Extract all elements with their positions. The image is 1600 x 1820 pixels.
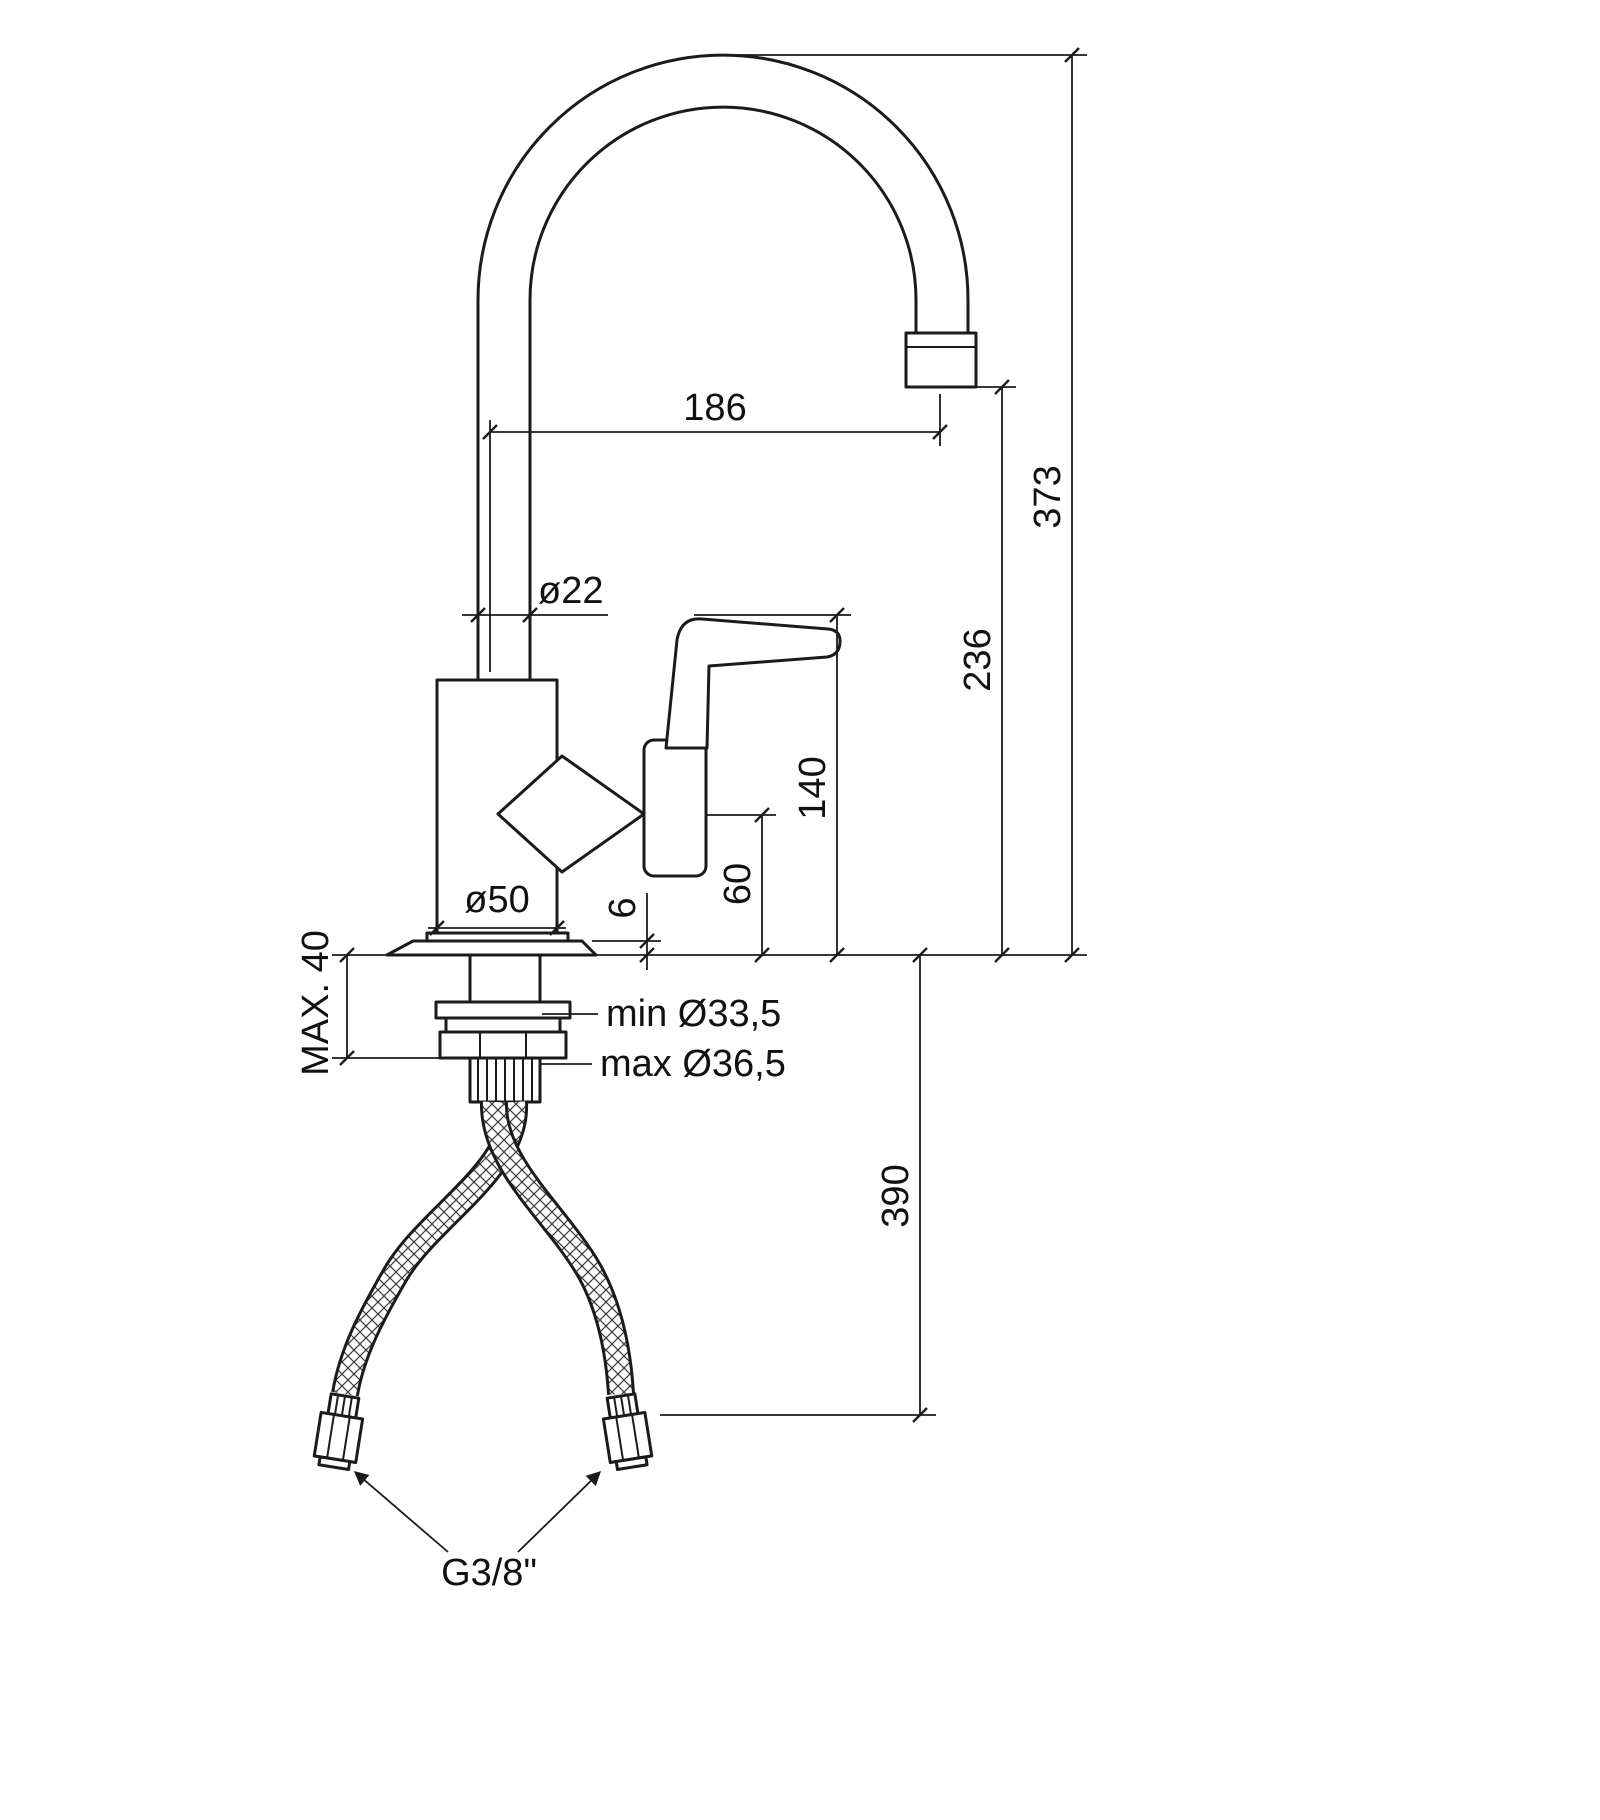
dimension-lines: [332, 46, 1087, 1553]
leader-hole-diameters: [540, 1013, 598, 1065]
dim-dia50-label: ø50: [464, 879, 529, 921]
cartridge-cone: [496, 754, 646, 874]
dim-60: [706, 806, 776, 964]
dim-dia50: [428, 919, 566, 937]
handle-base: [642, 738, 708, 878]
dim-236: [948, 378, 1016, 964]
connector-nut-facets: [326, 1414, 351, 1461]
handle-lever: [664, 617, 842, 750]
hose-connector-right: [601, 1392, 654, 1471]
base-plate: [385, 931, 598, 957]
dim-min-hole-label: min Ø33,5: [606, 993, 781, 1035]
mounting-washer-large: [434, 1000, 572, 1020]
hose-connector-left: [312, 1392, 365, 1471]
supply-hoses: [312, 1101, 654, 1471]
hose-right-braid: [482, 1101, 632, 1395]
connector-nut-facets: [615, 1414, 640, 1461]
collar-ridges: [333, 1394, 353, 1418]
faucet-object: [312, 53, 978, 1471]
dimension-labels: 186 373 236 140 60 6 ø22 ø50 MAX. 40 min…: [295, 387, 1069, 1594]
dim-max40-label: MAX. 40: [295, 930, 337, 1076]
dim-dia22: [462, 606, 608, 624]
base-flange: [385, 939, 598, 957]
mounting-nut: [438, 1030, 568, 1060]
dim-186-label: 186: [683, 387, 746, 429]
connector-nut: [601, 1410, 654, 1464]
dim-390-label: 390: [875, 1164, 917, 1227]
dim-max-hole-label: max Ø36,5: [600, 1043, 786, 1085]
dim-140: [694, 606, 851, 964]
dim-373: [710, 46, 1087, 964]
dim-140-label: 140: [792, 756, 834, 819]
thread-hatching: [477, 1058, 533, 1102]
connector-cap: [317, 1455, 352, 1471]
dim-6-label: 6: [602, 897, 644, 918]
mounting-washer-small: [444, 1016, 562, 1034]
leader-thread-connections: [353, 1470, 602, 1553]
connector-cap: [614, 1455, 649, 1471]
dim-373-label: 373: [1027, 465, 1069, 528]
dim-236-label: 236: [957, 628, 999, 691]
spout-aerator-tip: [904, 331, 978, 389]
collar-ridges: [613, 1394, 633, 1418]
dim-thread-label: G3/8": [441, 1552, 537, 1594]
spout-inner-curve: [528, 105, 918, 682]
handle-assembly: [496, 617, 842, 878]
mounting-hardware: [434, 953, 572, 1104]
dim-max40: [332, 946, 448, 1067]
dim-186: [481, 394, 949, 672]
dim-dia22-label: ø22: [538, 570, 603, 612]
dim-60-label: 60: [717, 863, 759, 905]
dim-6: [592, 893, 661, 970]
connector-nut: [312, 1410, 365, 1464]
dim-390: [660, 946, 936, 1424]
